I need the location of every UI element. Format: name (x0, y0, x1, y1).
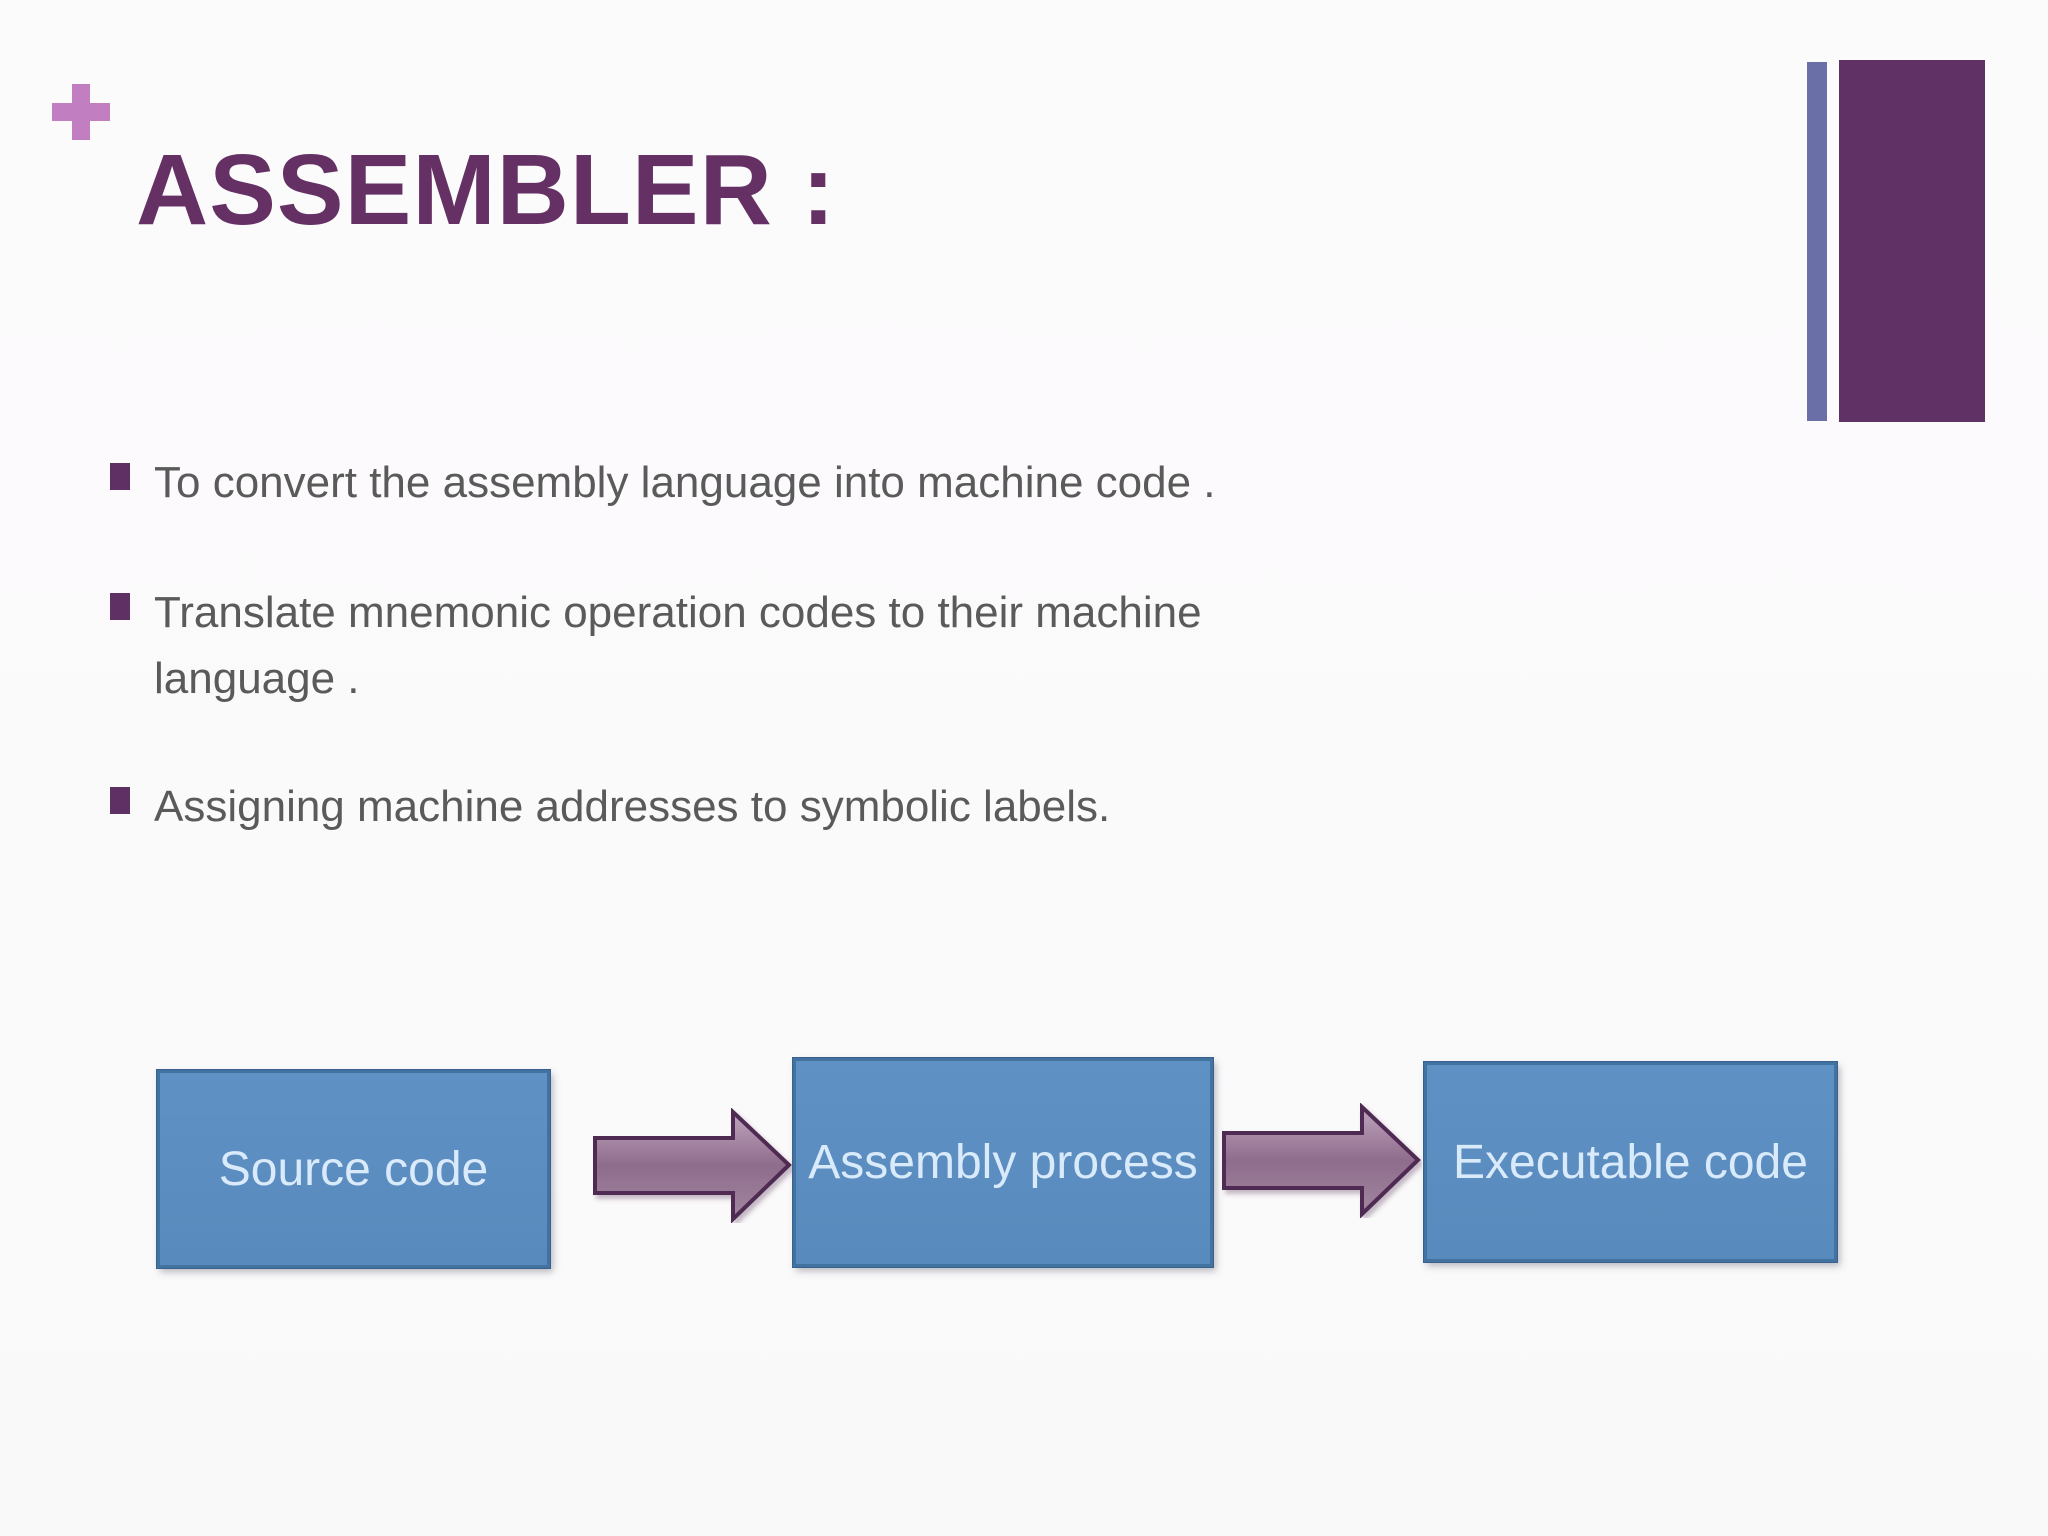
bullet-item: Translate mnemonic operation codes to th… (110, 580, 1360, 712)
bullet-text: Translate mnemonic operation codes to th… (154, 588, 1202, 703)
flow-arrow-icon (1222, 1103, 1422, 1218)
bullet-text: Assigning machine addresses to symbolic … (154, 782, 1111, 831)
plus-icon (52, 84, 110, 140)
diagram-node-source-code: Source code (157, 1070, 550, 1268)
accent-bar-wide (1839, 60, 1985, 422)
accent-bar-thin (1807, 62, 1827, 421)
bullet-square-icon (110, 593, 130, 620)
bullet-text: To convert the assembly language into ma… (154, 458, 1216, 507)
bullet-square-icon (110, 787, 130, 814)
slide-title: ASSEMBLER : (136, 134, 836, 246)
diagram-node-label: Executable code (1453, 1135, 1808, 1189)
bullet-item: To convert the assembly language into ma… (110, 450, 1216, 516)
diagram-node-assembly-process: Assembly process (793, 1058, 1213, 1267)
flow-arrow-icon (593, 1108, 793, 1223)
diagram-node-label: Source code (218, 1142, 489, 1196)
diagram-node-label: Assembly process (808, 1136, 1198, 1189)
bullet-square-icon (110, 463, 130, 490)
bullet-item: Assigning machine addresses to symbolic … (110, 774, 1110, 840)
diagram-node-executable-code: Executable code (1424, 1062, 1837, 1262)
